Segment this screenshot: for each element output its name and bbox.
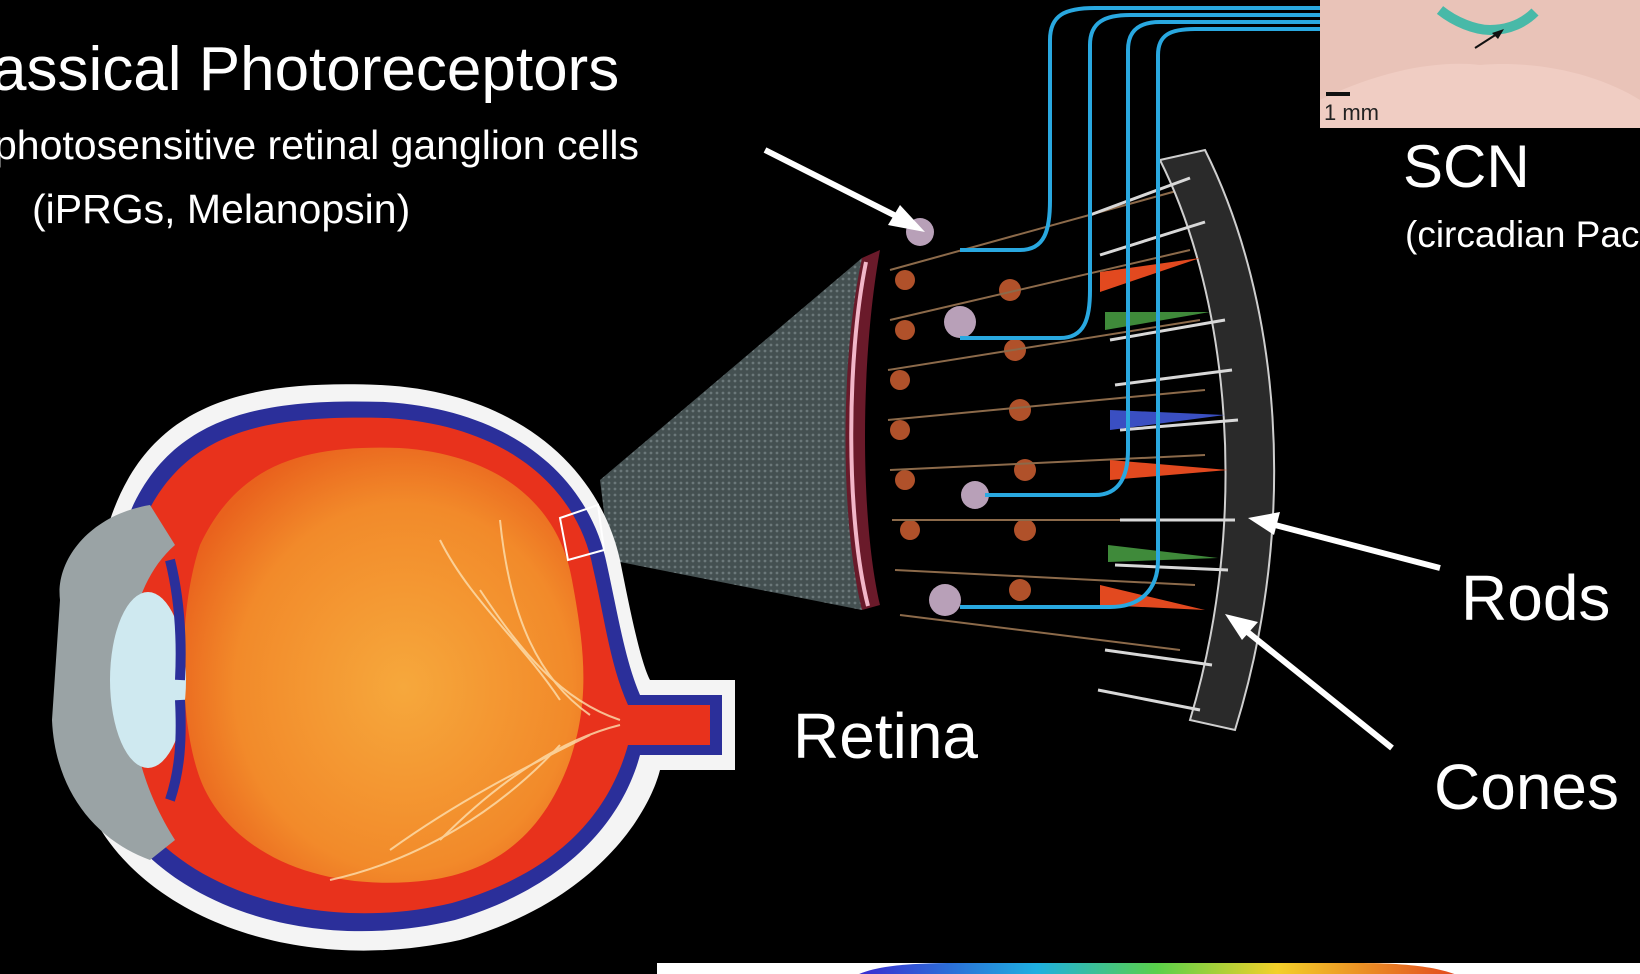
cones-label: Cones — [1434, 750, 1619, 824]
magnification-cone — [600, 258, 862, 610]
retina-label: Retina — [793, 699, 978, 773]
annotation-arrows — [765, 150, 1440, 748]
slide-title: assical Photoreceptors — [0, 34, 619, 105]
scn-label: SCN — [1403, 132, 1530, 201]
scale-bar-label: 1 mm — [1324, 100, 1379, 126]
subtitle-line-2: (iPRGs, Melanopsin) — [32, 186, 410, 233]
scn-sublabel: (circadian Pac — [1405, 214, 1639, 256]
subtitle-line-1: photosensitive retinal ganglion cells — [0, 122, 639, 169]
rods-label: Rods — [1461, 561, 1610, 635]
spectrum-strip — [657, 962, 1640, 974]
